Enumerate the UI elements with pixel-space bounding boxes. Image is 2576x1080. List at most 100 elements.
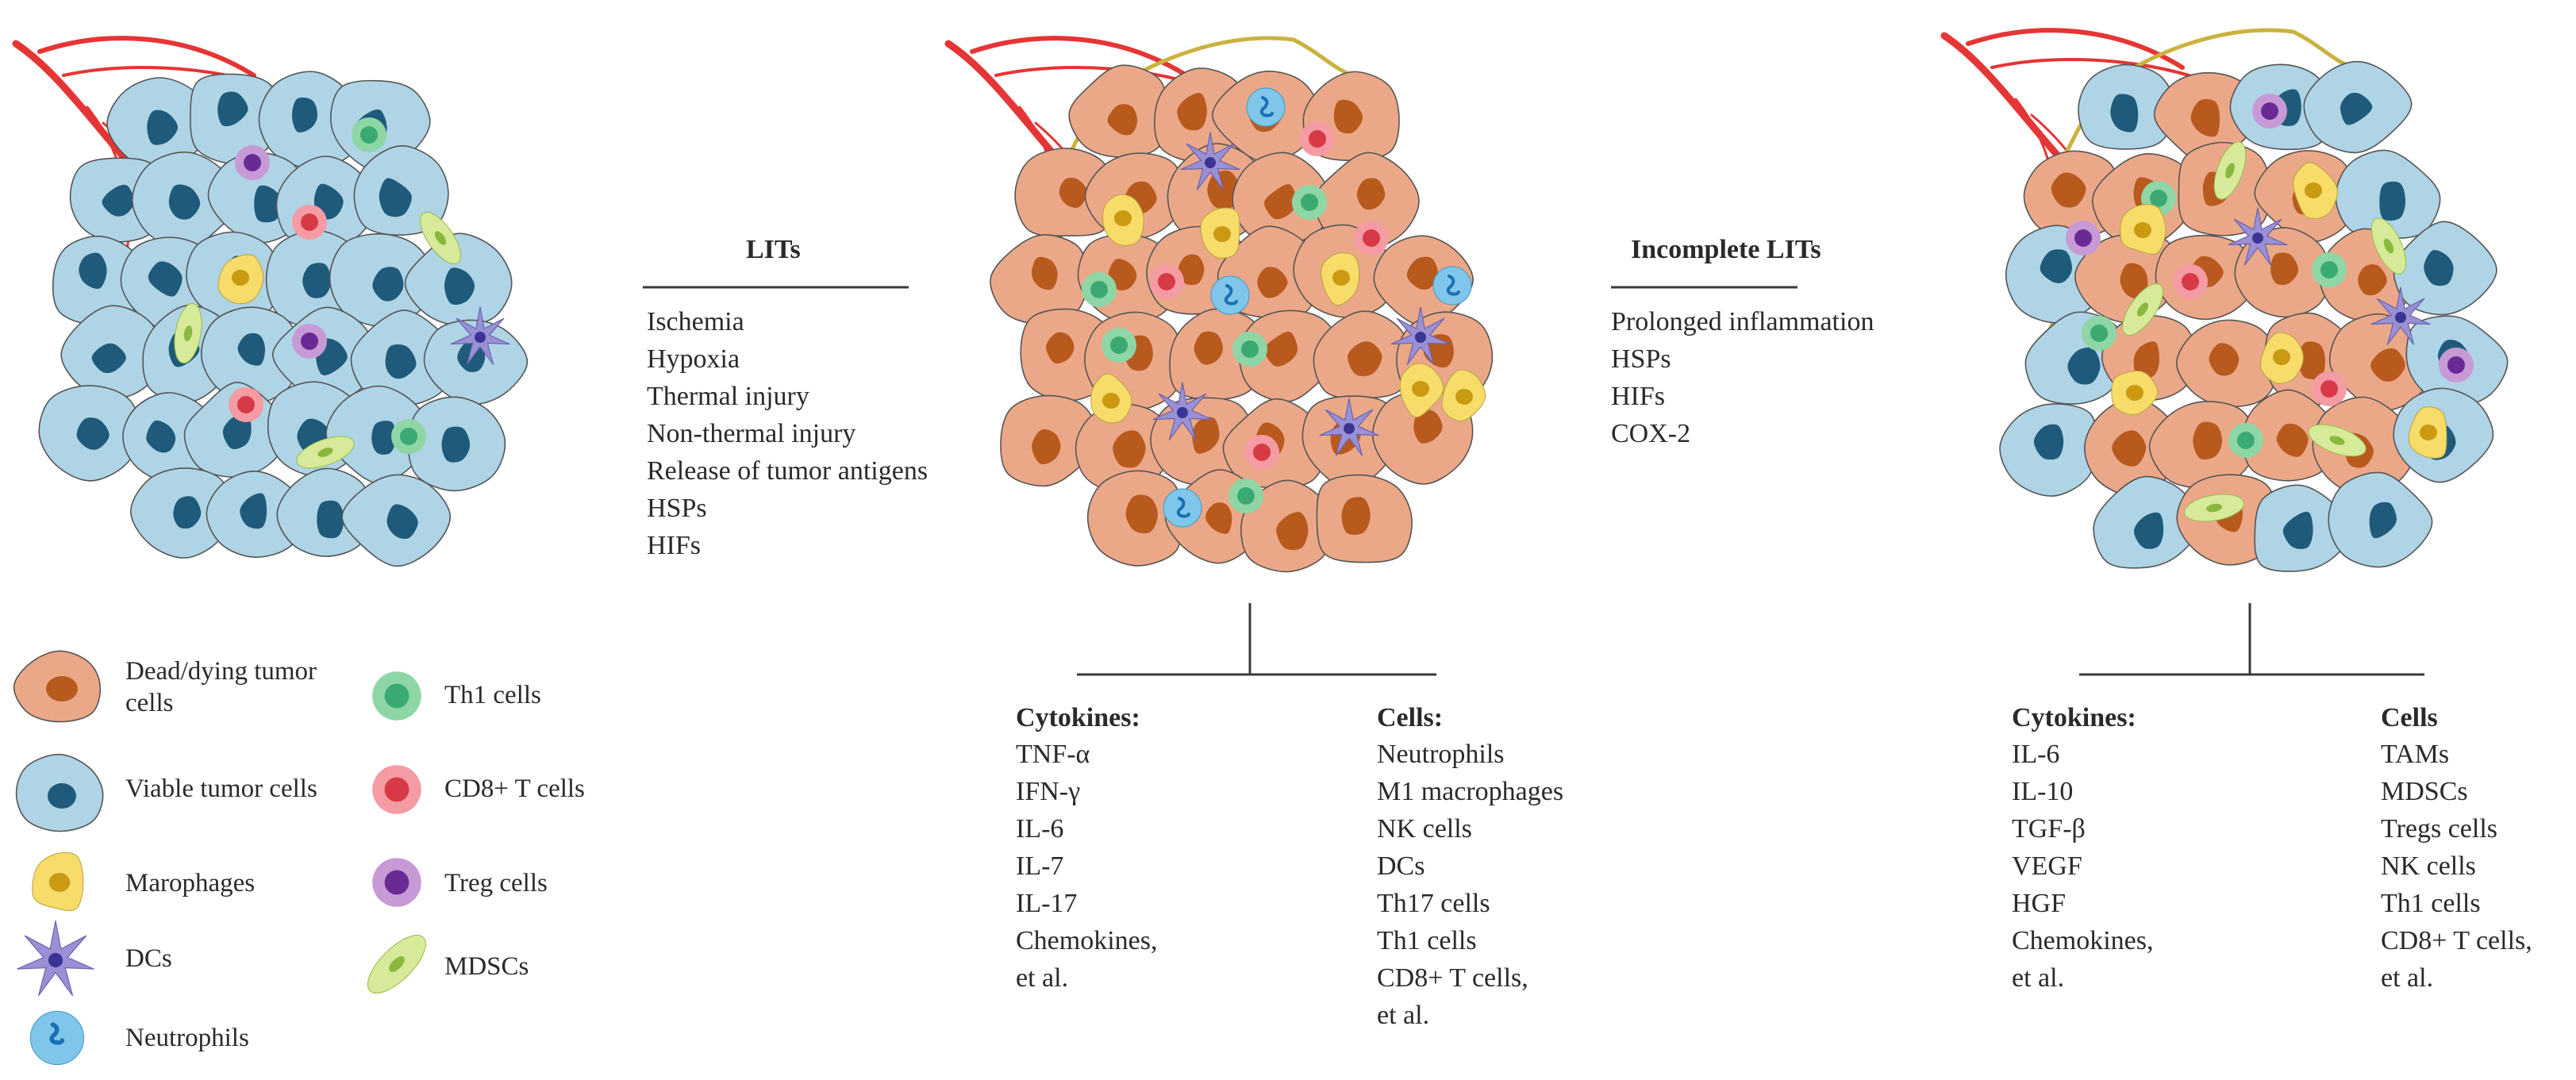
viable-tumor-nucleus bbox=[217, 91, 248, 127]
dead-tumor-nucleus bbox=[1263, 184, 1297, 220]
macrophage-core bbox=[2126, 385, 2143, 401]
th1-cell-core bbox=[2150, 190, 2167, 207]
legend-treg-icon-core bbox=[384, 870, 409, 895]
dendritic-cell-core bbox=[475, 332, 486, 343]
cell-item: NK cells bbox=[2381, 851, 2476, 881]
legend-cd8-icon-core bbox=[384, 777, 409, 802]
neutrophil-nucleus bbox=[1446, 275, 1460, 296]
complete-cytokines-heading: Cytokines: bbox=[1016, 703, 1140, 732]
dead-tumor-nucleus bbox=[1178, 254, 1205, 286]
viable-tumor-nucleus bbox=[291, 97, 318, 133]
cytokine-item: HGF bbox=[2012, 889, 2067, 918]
viable-tumor-nucleus bbox=[79, 252, 107, 289]
dead-tumor-nucleus bbox=[1276, 512, 1309, 551]
cell-item: Neutrophils bbox=[1377, 740, 1505, 769]
neutrophil-nucleus bbox=[1176, 497, 1190, 518]
th1-cell-core bbox=[2320, 261, 2338, 279]
dead-tumor-nucleus bbox=[1257, 267, 1288, 298]
viable-tumor-nucleus bbox=[2424, 250, 2454, 286]
cell-item: et al. bbox=[2381, 963, 2434, 993]
cytokine-item: TGF-β bbox=[2012, 814, 2086, 844]
mdsc-core bbox=[2225, 163, 2235, 179]
cytokine-item: VEGF bbox=[2012, 851, 2082, 881]
mdsc-core bbox=[2329, 436, 2345, 445]
dead-tumor-nucleus bbox=[1264, 331, 1298, 367]
cd8-t-cell-core bbox=[1363, 229, 1380, 247]
cell-item: et al. bbox=[1377, 1001, 1430, 1030]
th1-cell-core bbox=[1090, 281, 1108, 298]
viable-tumor-nucleus bbox=[2282, 511, 2313, 549]
mdsc-cell bbox=[2122, 283, 2163, 336]
treg-cell-core bbox=[2447, 356, 2465, 374]
dead-tumor-nucleus bbox=[2112, 430, 2147, 467]
lits-effects-list: Ischemia Hypoxia Thermal injury Non-ther… bbox=[647, 303, 928, 564]
incomplete-lits-effect: COX-2 bbox=[1611, 419, 1691, 448]
incomplete-lits-effect: HIFs bbox=[1611, 382, 1666, 411]
dead-tumor-nucleus bbox=[2051, 172, 2086, 208]
treg-cell-core bbox=[2261, 102, 2278, 120]
complete-cells-heading: Cells: bbox=[1377, 703, 1444, 732]
legend-label-neutrophils: Neutrophils bbox=[125, 1024, 249, 1052]
cytokine-item: IL-6 bbox=[2012, 740, 2060, 769]
macrophage-core bbox=[2305, 183, 2322, 198]
viable-tumor-nucleus bbox=[385, 344, 417, 379]
cell-item: Th17 cells bbox=[1377, 889, 1490, 918]
viable-tumor-nucleus bbox=[148, 261, 183, 297]
cd8-t-cell-core bbox=[1309, 130, 1326, 148]
macrophage-core bbox=[2420, 425, 2437, 440]
lits-effect: Release of tumor antigens bbox=[647, 456, 929, 486]
cytokine-item: TNF-α bbox=[1016, 740, 1090, 769]
tumor-incomplete-lits bbox=[1940, 28, 2509, 572]
lits-effect: HSPs bbox=[647, 494, 707, 523]
dead-tumor-nucleus bbox=[1341, 497, 1371, 536]
dead-tumor-nucleus bbox=[2298, 341, 2325, 380]
legend-label-macrophages: Marophages bbox=[125, 869, 256, 897]
viable-tumor-nucleus bbox=[76, 417, 110, 450]
complete-cytokines-list: TNF-α IFN-γ IL-6 IL-7 IL-17 Chemokines, … bbox=[1016, 736, 1157, 997]
legend-label-th1: Th1 cells bbox=[444, 681, 541, 709]
cytokine-item: Chemokines, bbox=[1016, 926, 1158, 955]
macrophage-core bbox=[2273, 349, 2290, 365]
cell-item: CD8+ T cells, bbox=[2381, 926, 2532, 955]
macrophage-core bbox=[1102, 393, 1120, 409]
lits-heading: LITs bbox=[746, 235, 801, 264]
dead-tumor-nucleus bbox=[1031, 256, 1058, 290]
legend-viable-tumor-nucleus bbox=[48, 783, 76, 809]
th1-cell-core bbox=[1110, 336, 1128, 354]
tumor-complete-lits bbox=[944, 36, 1494, 573]
cell-item: M1 macrophages bbox=[1377, 777, 1564, 806]
dead-tumor-nucleus bbox=[1356, 178, 1386, 210]
treg-cell-core bbox=[2074, 229, 2092, 247]
mdsc-core bbox=[317, 448, 333, 457]
viable-tumor-nucleus bbox=[2033, 424, 2064, 460]
viable-tumor-nucleus bbox=[102, 184, 134, 217]
legend-label-treg: Treg cells bbox=[444, 869, 548, 897]
connector-lines bbox=[643, 286, 2424, 676]
cytokine-item: IL-17 bbox=[1016, 889, 1078, 918]
mdsc-cell bbox=[2183, 494, 2245, 522]
viable-tumor-nucleus bbox=[2110, 94, 2139, 133]
dead-tumor-nucleus bbox=[2190, 98, 2220, 137]
viable-tumor-nucleus bbox=[254, 185, 283, 223]
viable-tumor-nucleus bbox=[147, 110, 178, 145]
dendritic-cell-core bbox=[2252, 233, 2263, 244]
viable-tumor-nucleus bbox=[173, 496, 202, 529]
cd8-t-cell-core bbox=[301, 213, 318, 231]
cytokine-item: IL-10 bbox=[2012, 777, 2074, 806]
viable-tumor-nucleus bbox=[2340, 92, 2373, 125]
dead-tumor-nucleus bbox=[2276, 423, 2309, 457]
neutrophil-nucleus bbox=[1224, 284, 1238, 306]
dead-tumor-nucleus bbox=[2133, 341, 2160, 379]
th1-cell-core bbox=[1241, 340, 1259, 358]
incomplete-cytokines-list: IL-6 IL-10 TGF-β VEGF HGF Chemokines, et… bbox=[2012, 736, 2153, 997]
cell-item: MDSCs bbox=[2381, 777, 2468, 806]
dead-tumor-nucleus bbox=[2120, 263, 2148, 300]
viable-tumor-nucleus bbox=[168, 184, 201, 220]
mdsc-cell bbox=[420, 212, 461, 264]
cd8-t-cell-core bbox=[2182, 273, 2199, 290]
dead-tumor-nucleus bbox=[2270, 252, 2299, 286]
dead-tumor-nucleus bbox=[1059, 177, 1088, 208]
cytokine-item: IL-7 bbox=[1016, 851, 1064, 881]
mdsc-cell bbox=[2370, 217, 2407, 275]
cell-item: DCs bbox=[1377, 851, 1425, 881]
